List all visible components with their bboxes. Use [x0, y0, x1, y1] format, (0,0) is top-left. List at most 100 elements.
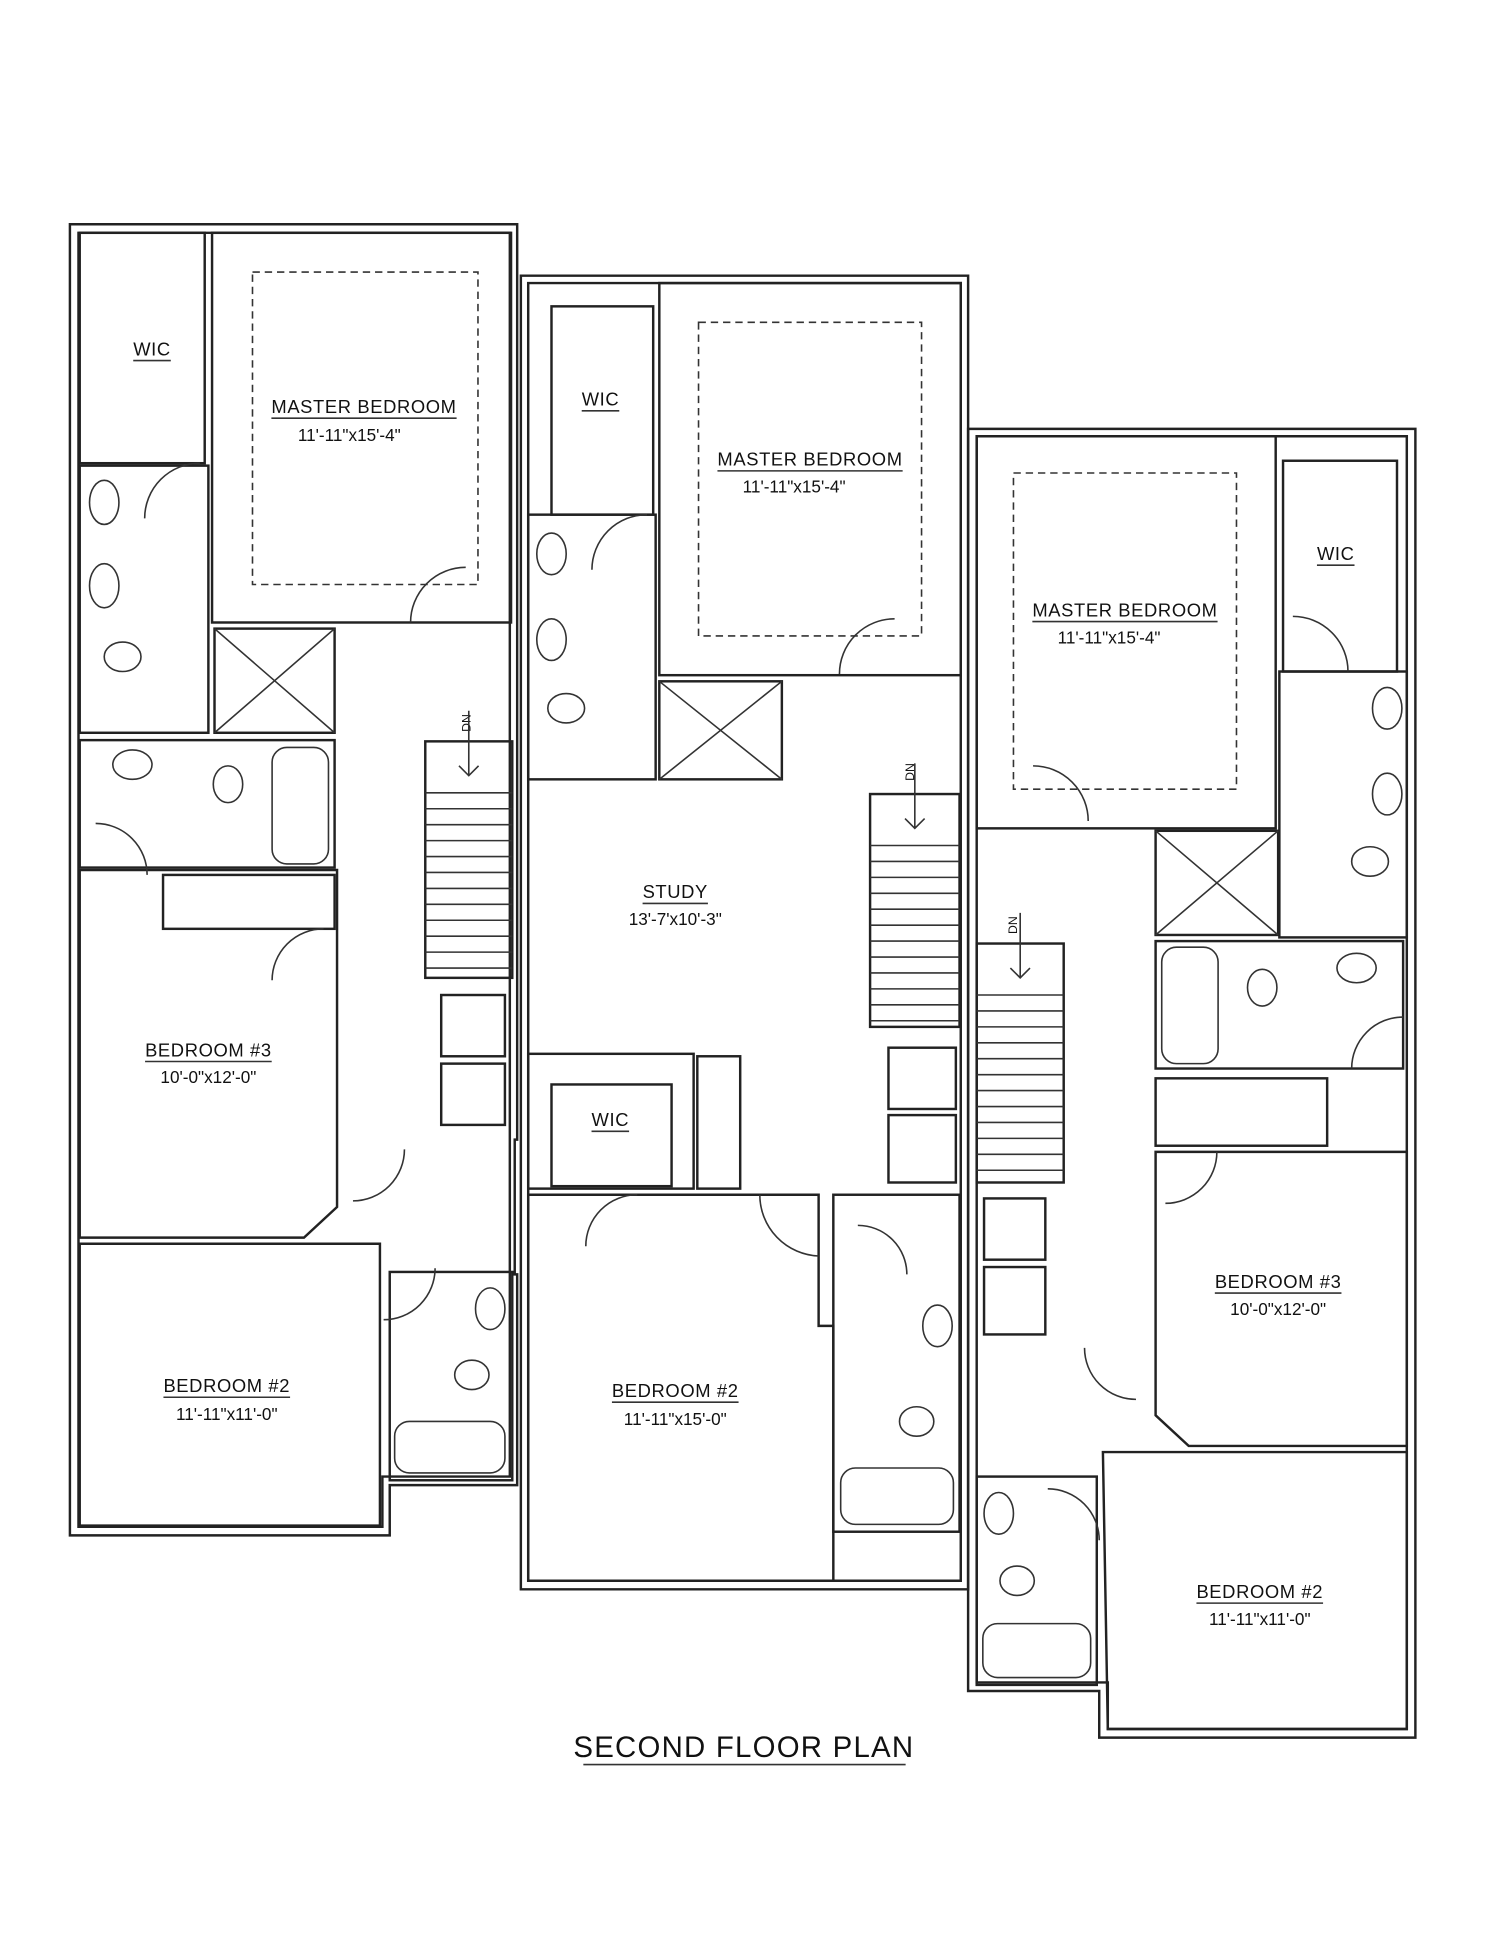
room-size: 11'-11"x15'-4": [743, 477, 846, 497]
study-closet: [526, 1052, 695, 1190]
unit-right-outer-wall: [966, 427, 1417, 1739]
sink: [1336, 952, 1377, 984]
room-size: 10'-0"x12'-0": [160, 1067, 256, 1087]
master-bedroom-left: [210, 231, 513, 624]
shower-drain: [213, 628, 336, 734]
bedroom-3-left: [78, 868, 339, 1239]
bath-right: [975, 1475, 1099, 1687]
master-bedroom-middle: [658, 281, 962, 677]
stairs-dn-label: DN: [903, 763, 917, 781]
room-size: 11'-11"x11'-0": [1209, 1609, 1311, 1629]
closet: [887, 1113, 958, 1184]
unit-right: WIC MASTER BEDROOM 11'-11"x15'-4" DN BED…: [966, 427, 1417, 1739]
bed-outline: [697, 321, 923, 637]
room-size: 13'-7'x10'-3": [629, 909, 722, 929]
bedroom-2-right: [1101, 1450, 1409, 1731]
wic-left: [78, 231, 206, 465]
room-name: MASTER BEDROOM: [271, 396, 456, 417]
wic-right: [1281, 459, 1399, 673]
room-size: 11'-11"x15'-0": [624, 1409, 727, 1429]
shower-drain: [1155, 830, 1279, 936]
hall-bath-left: [78, 738, 336, 869]
wic-label: WIC: [1317, 543, 1355, 564]
room-name: BEDROOM #2: [163, 1375, 290, 1396]
wic-label: WIC: [592, 1109, 630, 1130]
stairs-dn-label: DN: [460, 714, 474, 732]
room-name: BEDROOM #2: [1196, 1581, 1323, 1602]
bathtub: [1160, 946, 1219, 1065]
wic-label: WIC: [582, 389, 620, 410]
bath-left: [388, 1270, 514, 1482]
stair-down-arrow-icon: [458, 710, 480, 777]
bed-outline: [1012, 472, 1238, 790]
shower-right: [1154, 829, 1280, 937]
unit-left: WIC MASTER BEDROOM 11'-11"x15'-4" DN BED…: [68, 223, 519, 1537]
master-bath-right: [1278, 670, 1409, 939]
bathtub: [393, 1420, 506, 1474]
room-size: 11'-11"x15'-4": [298, 425, 401, 445]
door-swings: [95, 462, 466, 1321]
master-bath-left: [78, 464, 210, 735]
toilet: [999, 1565, 1036, 1597]
room-name: BEDROOM #3: [1215, 1271, 1342, 1292]
sink: [1371, 772, 1403, 816]
unit-middle: WIC MASTER BEDROOM 11'-11"x15'-4" DN STU…: [519, 274, 970, 1591]
sink: [535, 618, 567, 662]
closet: [887, 1046, 958, 1111]
master-bath-middle: [526, 513, 657, 781]
toilet: [1350, 845, 1390, 877]
shower-left: [213, 627, 336, 735]
sink: [1371, 686, 1403, 730]
room-size: 10'-0"x12'-0": [1230, 1299, 1326, 1319]
stairs-right: [975, 942, 1065, 1184]
bathtub: [982, 1622, 1092, 1679]
closet: [439, 993, 507, 1058]
unit-middle-outer-wall: [519, 274, 970, 1591]
sink: [921, 1304, 953, 1348]
bathtub: [839, 1467, 955, 1526]
unit-left-outer-wall: [68, 223, 519, 1537]
room-name: MASTER BEDROOM: [1032, 599, 1217, 620]
linen-closet: [161, 873, 336, 931]
stair-down-arrow-icon: [904, 763, 926, 830]
stairs-left: [424, 740, 514, 980]
closet: [439, 1062, 507, 1127]
unit-left-inner-wall: [77, 231, 512, 1529]
wic-lower: [550, 1083, 673, 1188]
plan-title: SECOND FLOOR PLAN: [573, 1731, 914, 1764]
sink: [983, 1491, 1015, 1535]
master-bedroom-right: [975, 435, 1277, 830]
bedroom-3-right: [1154, 1150, 1409, 1448]
shower-drain: [658, 680, 783, 780]
door-swings: [585, 513, 908, 1275]
toilet: [103, 641, 142, 673]
sink: [88, 562, 120, 609]
linen-closet: [696, 1055, 742, 1190]
toilet: [547, 692, 586, 724]
sink: [112, 749, 153, 781]
room-name: BEDROOM #3: [145, 1039, 272, 1060]
wic-label: WIC: [133, 338, 171, 359]
room-size: 11'-11"x15'-4": [1058, 627, 1161, 647]
toilet: [898, 1405, 935, 1437]
sink: [88, 479, 120, 526]
shower-middle: [658, 680, 784, 781]
bedroom-2-left: [78, 1242, 382, 1527]
room-name: STUDY: [643, 881, 708, 902]
unit-right-inner-wall: [975, 435, 1409, 1731]
door-swings: [1033, 615, 1404, 1541]
sink: [474, 1287, 506, 1331]
bed-outline: [251, 271, 479, 586]
closet: [982, 1197, 1047, 1261]
toilet: [212, 765, 244, 804]
stairs-dn-label: DN: [1006, 916, 1020, 934]
hall-bath-right: [1154, 939, 1405, 1070]
sink: [535, 532, 567, 576]
linen-closet: [1154, 1077, 1329, 1147]
room-name: MASTER BEDROOM: [717, 449, 902, 470]
room-size: 11'-11"x11'-0": [176, 1404, 278, 1424]
bathtub: [271, 746, 330, 865]
stair-down-arrow-icon: [1009, 912, 1031, 979]
